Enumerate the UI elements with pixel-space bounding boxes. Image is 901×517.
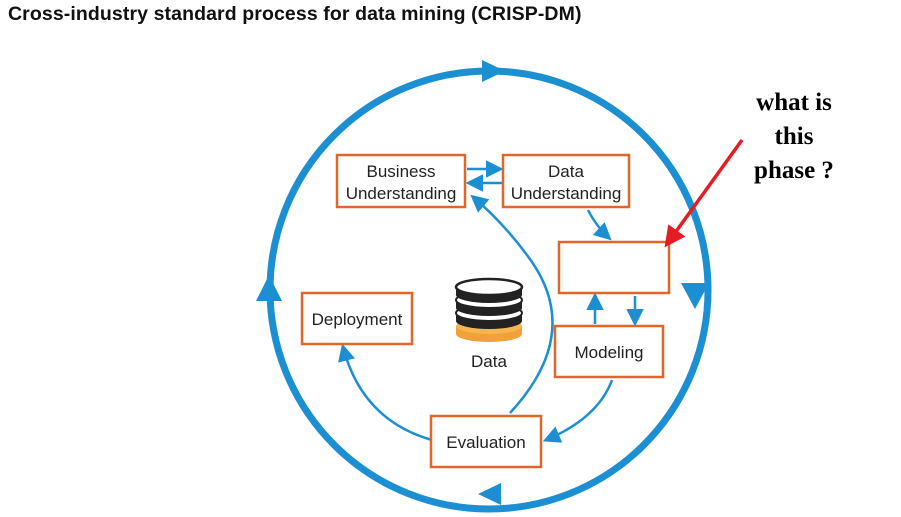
data-understanding-label-line2: Understanding — [511, 184, 622, 203]
box-data-understanding: Data Understanding — [501, 153, 631, 209]
center-data-label: Data — [471, 352, 507, 371]
arrow-modeling-to-evaluation — [542, 379, 614, 443]
annotation-line-3: phase ? — [754, 157, 834, 184]
page-title: Cross-industry standard process for data… — [8, 3, 582, 25]
arrow-evaluation-to-deployment — [338, 343, 433, 442]
database-icon — [454, 277, 524, 342]
annotation-line-2: this — [774, 123, 814, 150]
modeling-label: Modeling — [575, 343, 644, 362]
annotation-arrow — [664, 138, 744, 248]
cycle-arrow-right-icon — [681, 283, 709, 309]
cycle-arrow-bottom-icon — [478, 483, 501, 505]
box-modeling: Modeling — [553, 324, 665, 379]
box-deployment: Deployment — [300, 291, 414, 346]
business-label-line1: Business — [367, 162, 436, 181]
box-business-understanding: Business Understanding — [335, 153, 467, 209]
cycle-arrow-left-icon — [256, 275, 282, 301]
data-understanding-label-line1: Data — [548, 162, 584, 181]
annotation-question: what is this phase ? — [732, 86, 856, 188]
arrow-evaluation-to-business — [470, 194, 554, 414]
cycle-arrow-top-icon — [482, 60, 505, 82]
box-data-preparation-blank — [557, 240, 671, 295]
box-evaluation: Evaluation — [429, 414, 543, 469]
arrow-data-understanding-to-preparation — [586, 209, 612, 241]
evaluation-label: Evaluation — [446, 433, 525, 452]
annotation-line-1: what is — [756, 89, 832, 116]
business-label-line2: Understanding — [346, 184, 457, 203]
deployment-label: Deployment — [312, 310, 403, 329]
